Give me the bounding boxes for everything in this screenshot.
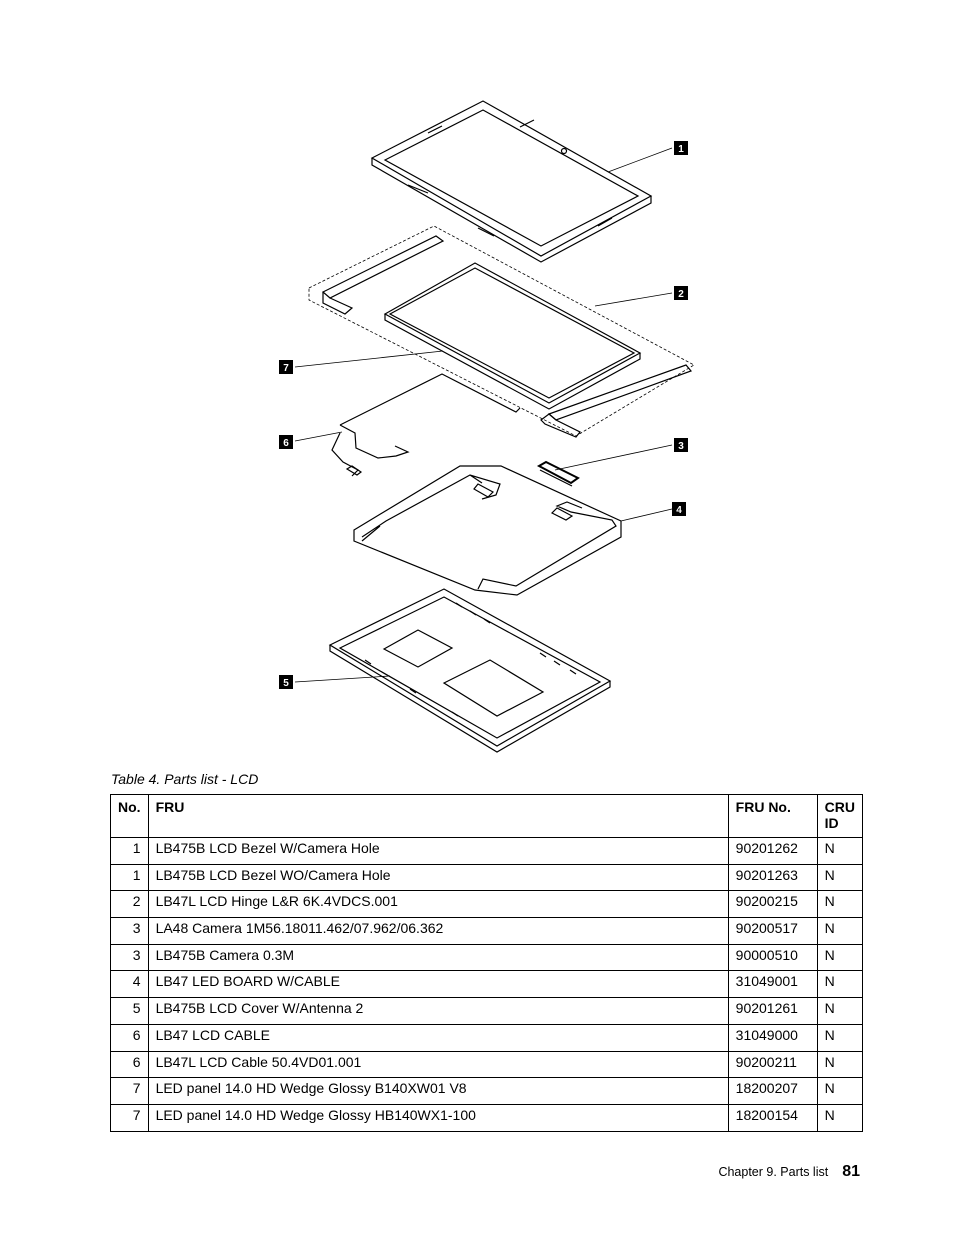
cell-cru-id: N [816,1077,864,1105]
cell-cru-id: N [816,1103,864,1132]
cell-fru-no: 31049001 [727,970,818,999]
callout-5: 5 [279,675,293,689]
lcd-exploded-diagram: 1 2 3 4 5 6 7 [279,100,695,753]
led-board-drawing [353,465,622,596]
cell-fru-no: 90200215 [727,890,818,919]
cell-fru-no: 90200211 [727,1050,818,1079]
cell-no: 3 [110,917,149,945]
callout-4: 4 [672,502,686,516]
lcd-cable-drawing [331,373,521,477]
cell-no: 4 [110,970,149,999]
cell-cru-id: N [816,943,864,972]
lcd-cover-drawing [328,588,612,753]
cell-fru-no: 18200154 [727,1103,818,1132]
cell-fru: LB47 LCD CABLE [147,1023,729,1052]
cell-no: 6 [110,1050,149,1079]
footer-chapter: Chapter 9. Parts list [718,1165,829,1179]
header-fru: FRU [147,794,729,838]
header-fru-no: FRU No. [727,794,818,838]
cell-fru-no: 90201262 [727,837,818,865]
cell-no: 5 [110,997,149,1025]
cell-no: 7 [110,1077,149,1105]
cell-cru-id: N [816,970,864,999]
callout-1: 1 [674,141,688,155]
cell-fru-no: 31049000 [727,1023,818,1052]
cell-fru: LB475B LCD Bezel W/Camera Hole [147,837,729,865]
page-footer: Chapter 9. Parts list 81 [718,1163,860,1181]
cell-cru-id: N [816,837,864,865]
cell-no: 1 [110,863,149,892]
header-cru-line2: ID [824,815,839,831]
lcd-hinges-drawing [308,225,695,438]
cell-no: 3 [110,943,149,972]
cell-fru: LB475B Camera 0.3M [147,943,729,972]
page-number: 81 [842,1163,860,1180]
callout-7: 7 [279,360,293,374]
cell-fru: LB47L LCD Hinge L&R 6K.4VDCS.001 [147,890,729,919]
cell-fru: LA48 Camera 1M56.18011.462/07.962/06.362 [147,917,729,945]
cell-no: 6 [110,1023,149,1052]
header-cru-line1: CRU [824,799,855,815]
cell-fru-no: 90201263 [727,863,818,892]
cell-no: 2 [110,890,149,919]
cell-cru-id: N [816,1023,864,1052]
cell-fru-no: 90201261 [727,997,818,1025]
cell-cru-id: N [816,917,864,945]
cell-fru-no: 18200207 [727,1077,818,1105]
table-caption: Table 4. Parts list - LCD [111,771,259,787]
lcd-panel-drawing [383,262,642,410]
svg-text:7: 7 [283,363,289,374]
header-no: No. [110,794,149,838]
cell-cru-id: N [816,863,864,892]
cell-fru: LB475B LCD Cover W/Antenna 2 [147,997,729,1025]
svg-text:5: 5 [283,678,289,689]
cell-fru: LED panel 14.0 HD Wedge Glossy HB140WX1-… [147,1103,729,1132]
cell-no: 7 [110,1103,149,1132]
svg-text:6: 6 [283,438,289,449]
callout-2: 2 [674,286,688,300]
cell-fru: LED panel 14.0 HD Wedge Glossy B140XW01 … [147,1077,729,1105]
cell-fru: LB475B LCD Bezel WO/Camera Hole [147,863,729,892]
svg-text:3: 3 [678,441,684,452]
cell-cru-id: N [816,1050,864,1079]
svg-text:2: 2 [678,289,684,300]
cell-cru-id: N [816,997,864,1025]
cell-fru: LB47L LCD Cable 50.4VD01.001 [147,1050,729,1079]
callout-6: 6 [279,435,293,449]
lcd-bezel-drawing [370,100,653,263]
svg-text:1: 1 [678,144,684,155]
cell-fru-no: 90200517 [727,917,818,945]
camera-drawing [536,460,580,487]
cell-fru-no: 90000510 [727,943,818,972]
cell-fru: LB47 LED BOARD W/CABLE [147,970,729,999]
callout-3: 3 [674,438,688,452]
svg-text:4: 4 [676,505,682,516]
leader-lines [294,147,673,683]
cell-no: 1 [110,837,149,865]
cell-cru-id: N [816,890,864,919]
